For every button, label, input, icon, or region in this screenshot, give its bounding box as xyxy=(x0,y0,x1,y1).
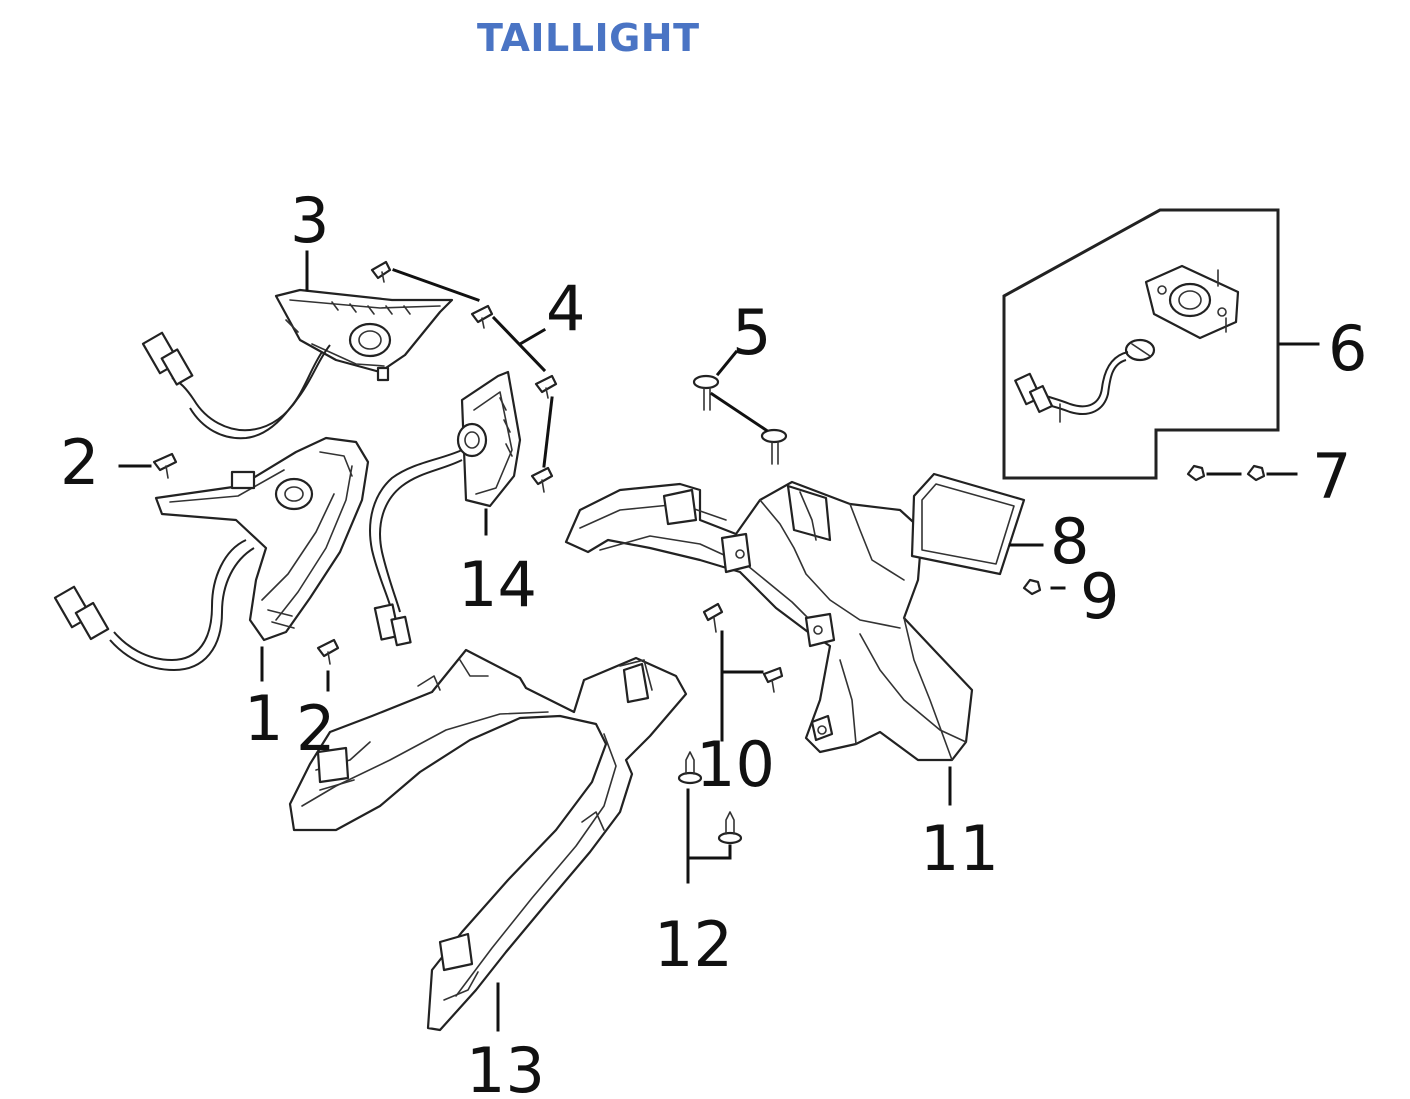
part-12-rivets xyxy=(677,751,743,845)
part-9-nut xyxy=(1022,578,1042,596)
callout-14: 14 xyxy=(458,548,537,621)
screw-icon xyxy=(762,666,784,693)
part-13-rear-cover xyxy=(288,648,688,1032)
callout-2-lower: 2 xyxy=(296,692,335,765)
callout-13: 13 xyxy=(466,1034,545,1099)
callout-5: 5 xyxy=(732,296,771,369)
screw-icon xyxy=(534,374,558,399)
part-1-taillight-housing xyxy=(53,436,370,672)
callout-10: 10 xyxy=(696,728,775,801)
page-title: TAILLIGHT xyxy=(477,16,700,60)
callout-1: 1 xyxy=(244,682,283,755)
callout-12: 12 xyxy=(654,908,733,981)
part-10-screws xyxy=(702,602,784,693)
screw-icon xyxy=(470,304,494,329)
callout-3: 3 xyxy=(290,184,329,257)
bolt-icon xyxy=(692,374,720,411)
callout-2-upper: 2 xyxy=(60,426,99,499)
callout-11: 11 xyxy=(920,812,999,885)
part-11-rear-fender xyxy=(564,480,974,762)
part-4-screws xyxy=(370,260,558,493)
part-14-taillight-lens-right xyxy=(369,370,522,647)
part-2-screw-upper xyxy=(152,452,178,479)
part-3-taillight-lens-left-upper xyxy=(141,288,454,440)
screw-icon xyxy=(530,466,554,493)
rivet-icon xyxy=(717,811,743,845)
rivet-icon xyxy=(677,751,703,785)
part-5-bolts xyxy=(692,374,788,465)
bolt-icon xyxy=(760,428,788,465)
callout-6: 6 xyxy=(1328,312,1367,385)
leader-lines xyxy=(118,250,1320,1032)
screw-icon xyxy=(370,260,392,283)
callout-labels: 3 4 2 5 6 7 8 9 14 1 2 10 11 12 13 xyxy=(60,184,1367,1099)
nut-icon xyxy=(1246,464,1266,482)
callout-4: 4 xyxy=(546,272,585,345)
callout-7: 7 xyxy=(1312,440,1351,513)
callout-9: 9 xyxy=(1080,560,1119,633)
screw-icon xyxy=(702,602,724,633)
nut-icon xyxy=(1186,464,1206,482)
part-7-nuts xyxy=(1186,464,1266,482)
part-6-license-light-assembly xyxy=(1002,208,1280,480)
callout-8: 8 xyxy=(1050,505,1089,578)
part-8-reflector xyxy=(910,472,1026,576)
part-2-screw-lower xyxy=(316,638,340,665)
